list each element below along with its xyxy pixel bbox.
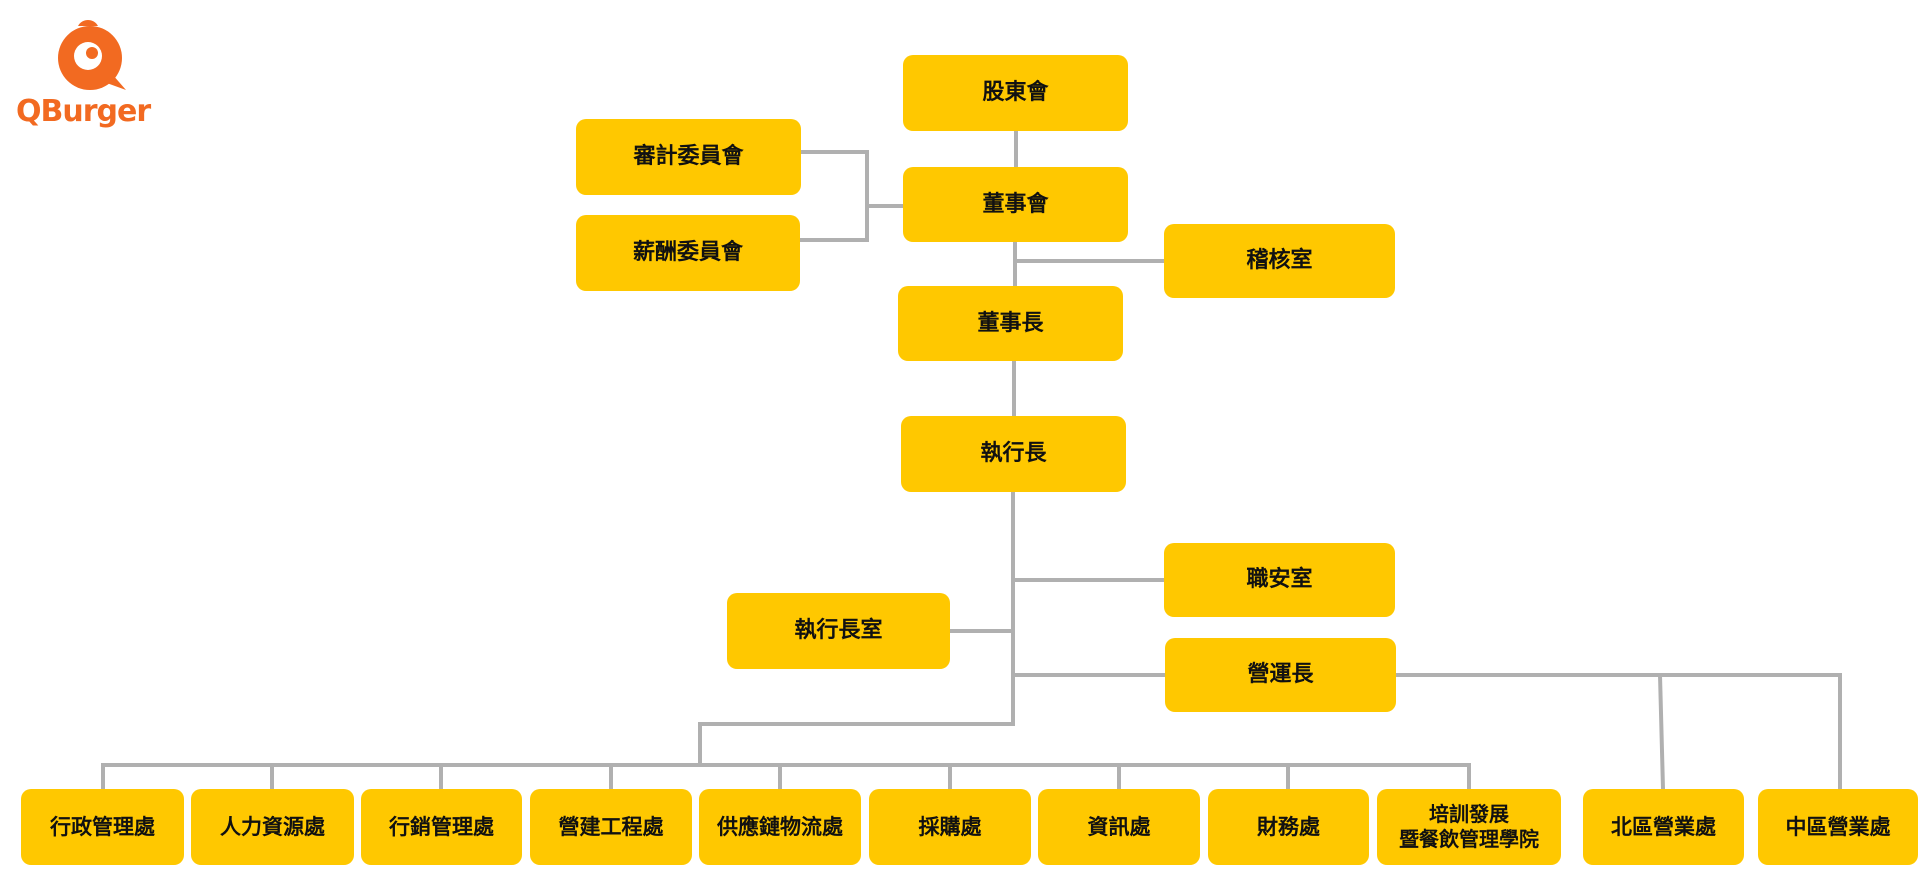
node-business-unit: 北區營業處 <box>1583 789 1744 865</box>
node-coo: 營運長 <box>1165 638 1396 712</box>
node-chairman: 董事長 <box>898 286 1123 361</box>
node-department: 供應鏈物流處 <box>699 789 861 865</box>
node-department: 培訓發展 暨餐飲管理學院 <box>1377 789 1561 865</box>
node-department: 人力資源處 <box>191 789 354 865</box>
node-compensation-committee: 薪酬委員會 <box>576 215 800 291</box>
qburger-logo: QBurger <box>16 18 166 133</box>
node-ceo: 執行長 <box>901 416 1126 492</box>
node-ceo-office: 執行長室 <box>727 593 950 669</box>
chick-q-logo-icon <box>58 20 126 90</box>
node-department: 採購處 <box>869 789 1031 865</box>
node-department: 營建工程處 <box>530 789 692 865</box>
logo-wordmark: QBurger <box>16 94 151 129</box>
node-safety-office: 職安室 <box>1164 543 1395 617</box>
node-shareholders: 股東會 <box>903 55 1128 131</box>
node-business-unit: 中區營業處 <box>1758 789 1918 865</box>
node-board: 董事會 <box>903 167 1128 242</box>
node-department: 行政管理處 <box>21 789 184 865</box>
node-department: 資訊處 <box>1038 789 1200 865</box>
node-audit-committee: 審計委員會 <box>576 119 801 195</box>
node-audit-office: 稽核室 <box>1164 224 1395 298</box>
node-department: 行銷管理處 <box>361 789 522 865</box>
node-department: 財務處 <box>1208 789 1369 865</box>
